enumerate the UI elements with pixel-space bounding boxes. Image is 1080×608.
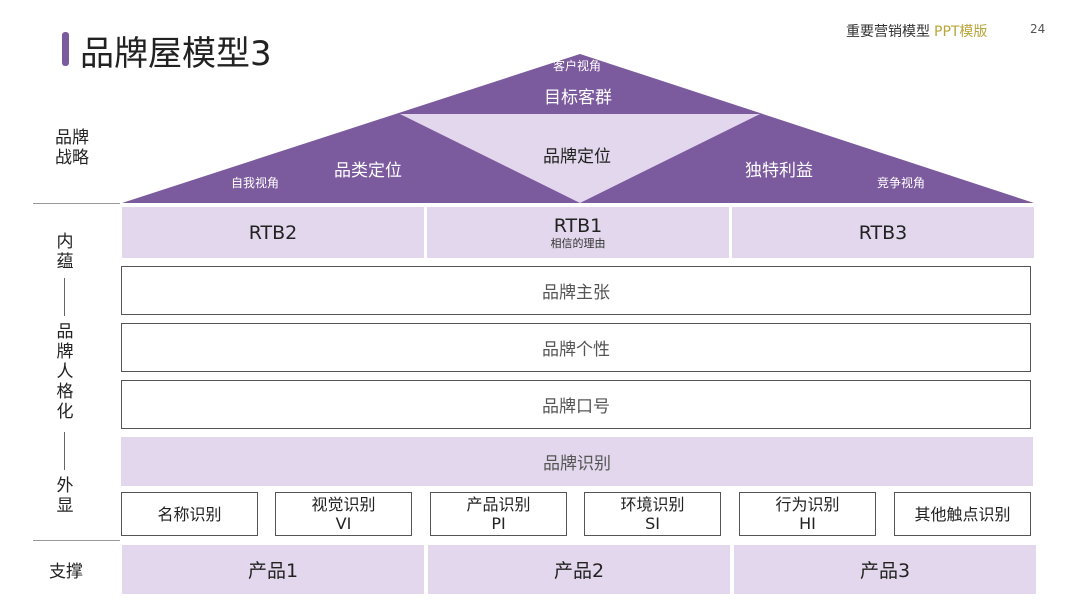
product-3-label: 产品3 <box>859 560 911 582</box>
brand-proposition-label: 品牌主张 <box>542 283 610 303</box>
connector-line-1 <box>64 278 65 316</box>
brand-identity-box: 品牌识别 <box>121 437 1033 486</box>
category-positioning-label: 品类定位 <box>334 161 402 181</box>
strategy-label: 品牌 战略 <box>50 128 94 168</box>
strategy-label-line1: 品牌 <box>55 128 89 148</box>
brand-positioning-triangle <box>400 114 760 203</box>
customer-view-label: 客户视角 <box>553 59 602 73</box>
brand-slogan-label: 品牌口号 <box>542 397 610 417</box>
appearance-label: 外 显 <box>50 476 80 516</box>
page-number: 24 <box>1030 22 1046 36</box>
appearance-char-2: 显 <box>56 496 74 516</box>
connotation-char-2: 蕴 <box>56 252 74 272</box>
rtb3-label: RTB3 <box>858 221 908 244</box>
product-2-cell: 产品2 <box>428 545 730 594</box>
strategy-label-line2: 战略 <box>55 148 89 168</box>
environment-identity-label: 环境识别 <box>620 495 685 514</box>
product-identity-label: 产品识别 <box>466 495 531 514</box>
name-identity-box: 名称识别 <box>121 492 258 536</box>
target-group-label: 目标客群 <box>544 88 612 108</box>
product-2-label: 产品2 <box>553 560 605 582</box>
product-1-cell: 产品1 <box>122 545 424 594</box>
rtb1-cell: RTB1 相信的理由 <box>427 207 729 258</box>
brand-identity-label: 品牌识别 <box>543 454 611 474</box>
page-title: 品牌屋模型3 <box>80 34 272 74</box>
title-accent-bar <box>62 32 69 66</box>
environment-identity-code: SI <box>645 514 660 533</box>
divider-support <box>33 540 120 541</box>
brand-personality-label: 品牌个性 <box>542 340 610 360</box>
rtb1-label: RTB1 <box>553 214 603 237</box>
support-label: 支撑 <box>49 562 83 582</box>
visual-identity-label: 视觉识别 <box>311 495 376 514</box>
brand-name: 重要营销模型 <box>846 24 930 40</box>
rtb2-cell: RTB2 <box>122 207 424 258</box>
connotation-label: 内 蕴 <box>50 232 80 272</box>
product-1-label: 产品1 <box>247 560 299 582</box>
self-view-label: 自我视角 <box>231 176 280 190</box>
personality-char-2: 牌 <box>56 342 74 362</box>
personality-char-5: 化 <box>56 402 74 422</box>
behavior-identity-code: HI <box>799 514 816 533</box>
product-identity-box: 产品识别 PI <box>430 492 567 536</box>
visual-identity-code: VI <box>335 514 352 533</box>
template-tag: PPT模版 <box>934 24 988 40</box>
personality-char-1: 品 <box>56 322 74 342</box>
personality-char-4: 格 <box>56 382 74 402</box>
competitive-view-label: 竞争视角 <box>877 176 926 190</box>
appearance-char-1: 外 <box>56 476 74 496</box>
brand-personality-box: 品牌个性 <box>121 323 1031 372</box>
name-identity-label: 名称识别 <box>157 504 222 524</box>
behavior-identity-label: 行为识别 <box>775 495 840 514</box>
personality-char-3: 人 <box>56 362 74 382</box>
brand-slogan-box: 品牌口号 <box>121 380 1031 429</box>
roof-graphic <box>122 54 1034 203</box>
behavior-identity-box: 行为识别 HI <box>739 492 876 536</box>
unique-benefit-label: 独特利益 <box>745 161 813 181</box>
rtb1-sublabel: 相信的理由 <box>550 236 606 250</box>
other-touchpoint-identity-box: 其他触点识别 <box>894 492 1031 536</box>
brand-proposition-box: 品牌主张 <box>121 266 1031 315</box>
personality-label: 品 牌 人 格 化 <box>50 322 80 422</box>
brand-positioning-label: 品牌定位 <box>543 147 611 167</box>
product-identity-code: PI <box>491 514 506 533</box>
product-3-cell: 产品3 <box>734 545 1036 594</box>
divider-strategy <box>33 203 120 204</box>
connector-line-2 <box>64 432 65 470</box>
rtb3-cell: RTB3 <box>732 207 1034 258</box>
connotation-char-1: 内 <box>56 232 74 252</box>
environment-identity-box: 环境识别 SI <box>584 492 721 536</box>
visual-identity-box: 视觉识别 VI <box>275 492 412 536</box>
other-touchpoint-identity-label: 其他触点识别 <box>914 504 1011 524</box>
rtb2-label: RTB2 <box>248 221 298 244</box>
